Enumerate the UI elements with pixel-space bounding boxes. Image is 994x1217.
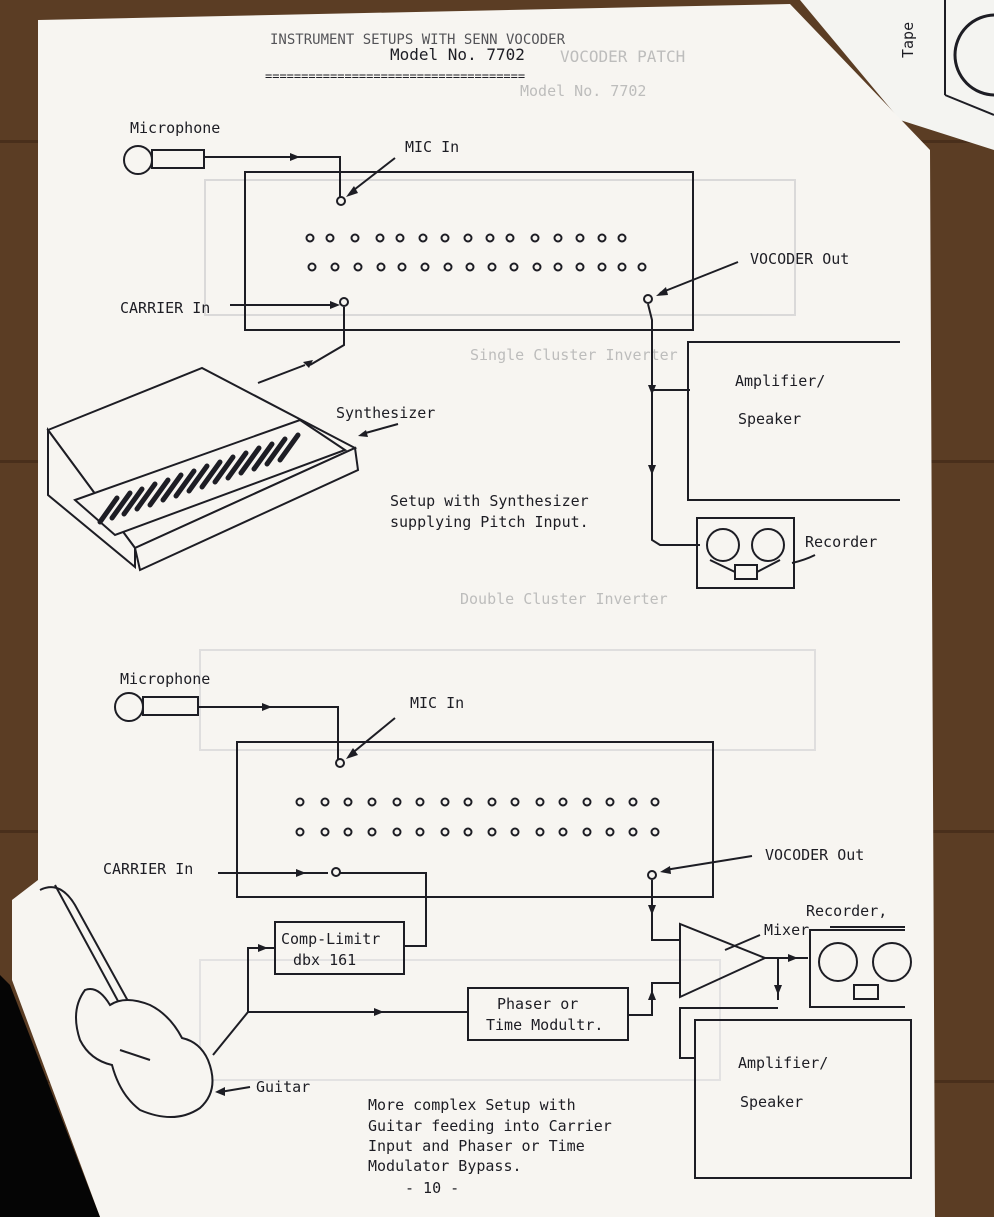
ghost-title: VOCODER PATCH	[560, 47, 685, 66]
setup1-recorder-label: Recorder	[805, 533, 877, 551]
setup2-knobs	[295, 797, 660, 837]
setup2-amplifier	[694, 1019, 912, 1179]
setup2-caption-1: More complex Setup with	[368, 1096, 576, 1114]
setup1-amp-label-1: Amplifier/	[735, 372, 825, 390]
setup1-synth-label: Synthesizer	[336, 404, 435, 422]
setup1-caption-2: supplying Pitch Input.	[390, 513, 589, 531]
setup1-knobs	[305, 233, 647, 272]
setup1-recorder	[696, 517, 795, 589]
model-number: Model No. 7702	[390, 45, 525, 64]
paper-sheet	[12, 4, 935, 1217]
setup1-mic-in-label: MIC In	[405, 138, 459, 156]
mixer-label: Mixer	[764, 921, 809, 939]
setup2-microphone-label: Microphone	[120, 670, 210, 688]
setup1-vocoder-out-label: VOCODER Out	[750, 250, 849, 268]
setup1-microphone-label: Microphone	[130, 119, 220, 137]
setup2-caption-3: Input and Phaser or Time	[368, 1137, 585, 1155]
tape-reel-icon	[818, 942, 858, 982]
setup2-mic-in-label: MIC In	[410, 694, 464, 712]
corner-tab-label: Tape	[899, 22, 917, 58]
setup1-amp-label-2: Speaker	[738, 410, 801, 428]
phaser-label-1: Phaser or	[497, 995, 578, 1013]
setup1-amplifier	[687, 341, 900, 501]
tape-reel-icon	[872, 942, 912, 982]
header-rule: ====================================	[265, 69, 525, 83]
synthesizer-keys	[97, 432, 301, 525]
setup2-recorder-label: Recorder,	[806, 902, 887, 920]
guitar-label: Guitar	[256, 1078, 310, 1096]
ghost-model: Model No. 7702	[520, 82, 646, 100]
setup2-carrier-in-label: CARRIER In	[103, 860, 193, 878]
setup2-vocoder-out-label: VOCODER Out	[765, 846, 864, 864]
setup2-amp-label-2: Speaker	[740, 1093, 803, 1111]
tape-reel-icon	[706, 528, 740, 562]
ghost-double-inverter: Double Cluster Inverter	[460, 590, 668, 608]
comp-limiter-label-2: dbx 161	[293, 951, 356, 969]
corner-page: Tape	[800, 0, 994, 150]
bleed-through: VOCODER PATCH Model No. 7702 Single Clus…	[199, 47, 816, 1081]
setup2-recorder	[809, 929, 905, 1008]
comp-limiter-label-1: Comp-Limitr	[281, 930, 380, 948]
header-partial: INSTRUMENT SETUPS WITH SENN VOCODER	[270, 32, 566, 48]
vocoder-unit-2	[236, 741, 714, 898]
setup2-diagram	[39, 692, 912, 1179]
tape-reel-icon	[751, 528, 785, 562]
tape-reel-icon	[953, 13, 994, 97]
setup2-caption-4: Modulator Bypass.	[368, 1157, 522, 1175]
setup2-amp-label-1: Amplifier/	[738, 1054, 828, 1072]
guitar-icon	[39, 884, 214, 1119]
mixer-icon	[679, 922, 768, 999]
vocoder-unit	[244, 171, 694, 331]
page-number: - 10 -	[405, 1179, 459, 1197]
setup1-carrier-in-label: CARRIER In	[120, 299, 210, 317]
ghost-single-inverter: Single Cluster Inverter	[470, 346, 678, 364]
setup2-caption-2: Guitar feeding into Carrier	[368, 1117, 612, 1135]
setup1-caption-1: Setup with Synthesizer	[390, 492, 589, 510]
phaser-label-2: Time Modultr.	[486, 1016, 603, 1034]
